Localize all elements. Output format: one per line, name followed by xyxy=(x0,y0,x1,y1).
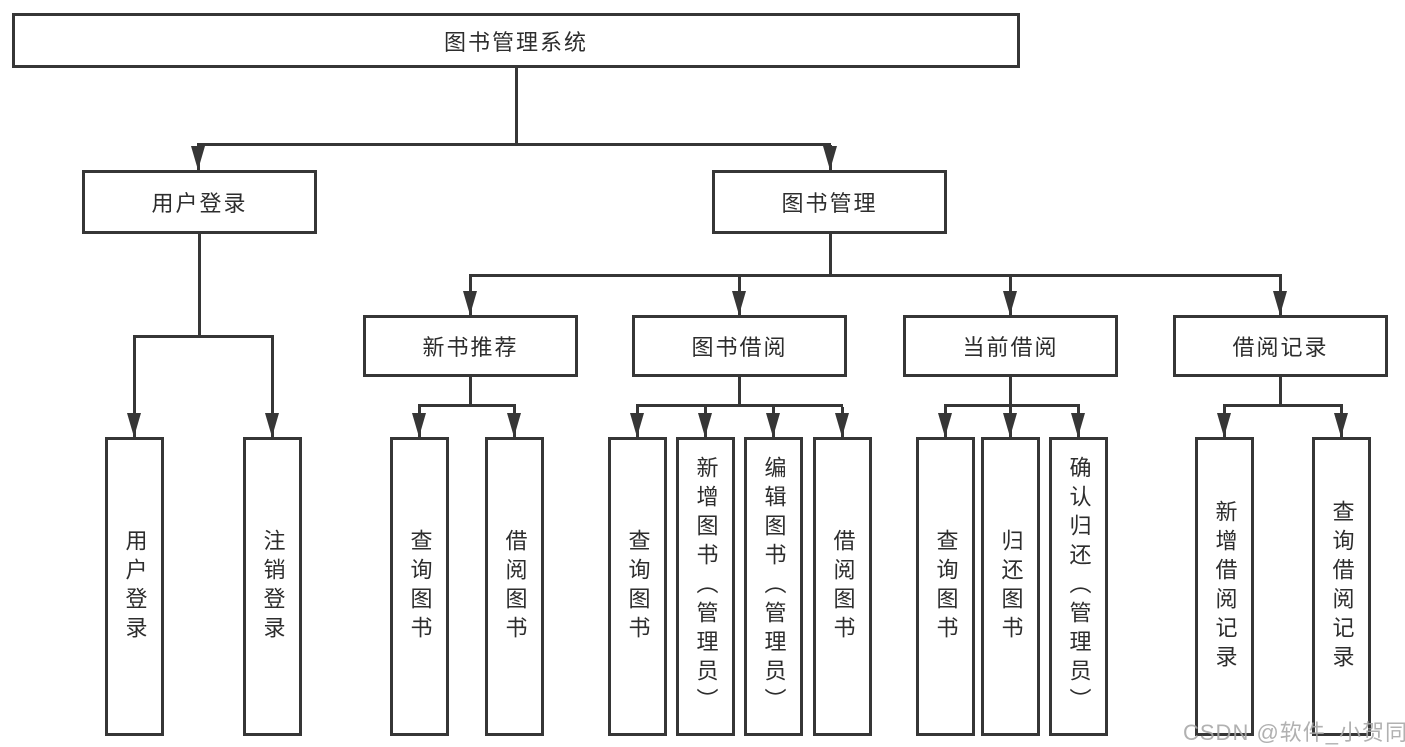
leaf-label: 编辑图书（管理员） xyxy=(761,456,787,717)
connector-line xyxy=(198,234,201,338)
leaf-add-borrow-record: 新增借阅记录 xyxy=(1195,437,1254,736)
connector-arrowhead xyxy=(507,413,521,437)
leaf-label: 查询图书 xyxy=(407,528,433,645)
connector-arrowhead xyxy=(463,291,477,315)
leaf-label: 查询图书 xyxy=(933,528,959,645)
connector-line xyxy=(271,338,274,437)
node-label: 新书推荐 xyxy=(422,335,519,360)
node-label: 图书借阅 xyxy=(691,335,788,360)
connector-arrowhead xyxy=(1334,413,1348,437)
connector-arrowhead xyxy=(732,291,746,315)
leaf-label: 借阅图书 xyxy=(830,528,856,645)
connector-line xyxy=(1223,404,1343,407)
leaf-label: 查询图书 xyxy=(625,528,651,645)
connector-line xyxy=(469,274,1282,277)
leaf-label: 借阅图书 xyxy=(502,528,528,645)
connector-arrowhead xyxy=(698,413,712,437)
node-book-management: 图书管理 xyxy=(712,170,947,234)
connector-arrowhead xyxy=(127,413,141,437)
connector-line xyxy=(829,234,832,277)
leaf-return-book: 归还图书 xyxy=(981,437,1040,736)
node-label: 图书管理 xyxy=(781,191,878,216)
node-borrowing-records: 借阅记录 xyxy=(1173,315,1388,377)
leaf-label: 新增图书（管理员） xyxy=(693,456,719,717)
leaf-add-book-admin: 新增图书（管理员） xyxy=(676,437,735,736)
leaf-label: 注销登录 xyxy=(260,528,286,645)
connector-line xyxy=(636,404,843,407)
node-new-book-recommendation: 新书推荐 xyxy=(363,315,578,377)
connector-arrowhead xyxy=(1273,291,1287,315)
connector-arrowhead xyxy=(265,413,279,437)
connector-line xyxy=(133,338,136,437)
connector-arrowhead xyxy=(823,146,837,170)
leaf-confirm-return-admin: 确认归还（管理员） xyxy=(1049,437,1108,736)
leaf-borrow-books-borrow: 借阅图书 xyxy=(813,437,872,736)
connector-line xyxy=(738,377,741,406)
leaf-query-books-borrow: 查询图书 xyxy=(608,437,667,736)
connector-line xyxy=(197,143,831,146)
connector-line xyxy=(469,377,472,406)
connector-arrowhead xyxy=(1003,291,1017,315)
node-root: 图书管理系统 xyxy=(12,13,1020,68)
connector-arrowhead xyxy=(412,413,426,437)
leaf-query-borrow-record: 查询借阅记录 xyxy=(1312,437,1371,736)
connector-line xyxy=(1009,377,1012,406)
connector-arrowhead xyxy=(766,413,780,437)
connector-arrowhead xyxy=(1071,413,1085,437)
node-label: 当前借阅 xyxy=(962,335,1059,360)
connector-line xyxy=(944,404,1080,407)
node-book-borrowing: 图书借阅 xyxy=(632,315,847,377)
connector-arrowhead xyxy=(630,413,644,437)
connector-arrowhead xyxy=(835,413,849,437)
leaf-label: 用户登录 xyxy=(122,528,148,645)
leaf-edit-book-admin: 编辑图书（管理员） xyxy=(744,437,803,736)
node-label: 图书管理系统 xyxy=(443,29,588,55)
connector-line xyxy=(418,404,516,407)
node-current-borrowing: 当前借阅 xyxy=(903,315,1118,377)
connector-arrowhead xyxy=(1217,413,1231,437)
leaf-label: 查询借阅记录 xyxy=(1329,499,1355,674)
leaf-user-login: 用户登录 xyxy=(105,437,164,736)
leaf-query-books-current: 查询图书 xyxy=(916,437,975,736)
leaf-label: 新增借阅记录 xyxy=(1212,499,1238,674)
leaf-logout: 注销登录 xyxy=(243,437,302,736)
leaf-query-books-recommend: 查询图书 xyxy=(390,437,449,736)
leaf-label: 确认归还（管理员） xyxy=(1066,456,1092,717)
connector-line xyxy=(515,68,518,145)
node-user-login: 用户登录 xyxy=(82,170,317,234)
node-label: 用户登录 xyxy=(151,191,248,216)
connector-arrowhead xyxy=(191,146,205,170)
connector-line xyxy=(133,335,274,338)
leaf-label: 归还图书 xyxy=(998,528,1024,645)
node-label: 借阅记录 xyxy=(1232,335,1329,360)
connector-arrowhead xyxy=(938,413,952,437)
connector-line xyxy=(1279,377,1282,406)
connector-arrowhead xyxy=(1003,413,1017,437)
watermark: CSDN @软件_小贺同学 xyxy=(1183,720,1405,745)
leaf-borrow-books-recommend: 借阅图书 xyxy=(485,437,544,736)
